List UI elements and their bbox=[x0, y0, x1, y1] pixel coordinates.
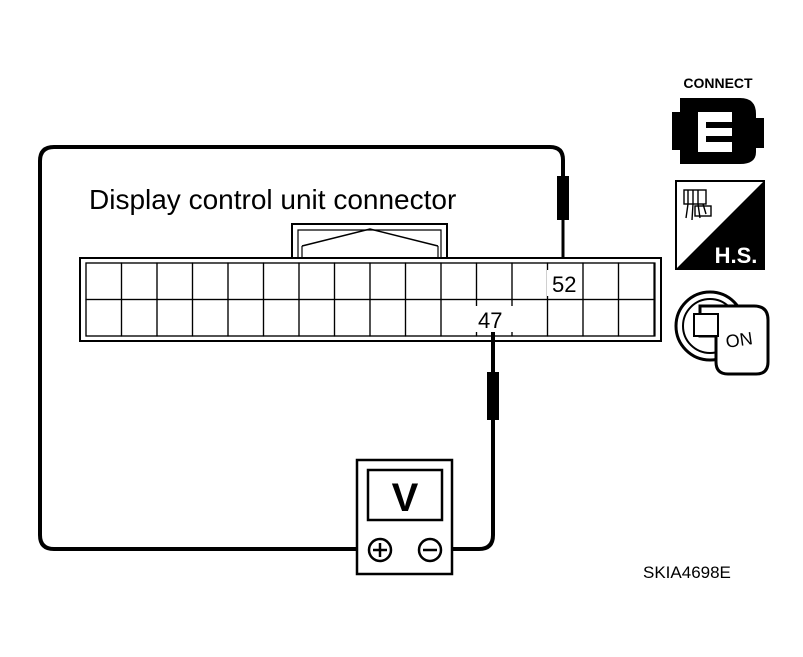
connect-icon: CONNECT bbox=[672, 75, 764, 164]
harness-icon: H.S. bbox=[675, 180, 765, 270]
pin-grid bbox=[85, 262, 655, 337]
probe-52 bbox=[557, 176, 569, 220]
connector-body bbox=[79, 223, 662, 342]
connect-label: CONNECT bbox=[683, 75, 753, 91]
probe-47 bbox=[487, 372, 499, 420]
pin-52-label: 52 bbox=[552, 272, 576, 297]
connector-title: Display control unit connector bbox=[89, 184, 456, 215]
figure-code: SKIA4698E bbox=[643, 563, 731, 582]
voltmeter-symbol: V bbox=[392, 476, 419, 520]
ignition-label: ON bbox=[724, 328, 754, 352]
voltmeter: V bbox=[355, 458, 454, 576]
wire-positive bbox=[38, 145, 565, 551]
wire-negative bbox=[442, 332, 495, 551]
pin-47-label: 47 bbox=[478, 308, 502, 333]
harness-label: H.S. bbox=[715, 243, 758, 268]
ignition-key-icon: ON bbox=[674, 290, 770, 376]
pin-cell bbox=[617, 298, 655, 337]
